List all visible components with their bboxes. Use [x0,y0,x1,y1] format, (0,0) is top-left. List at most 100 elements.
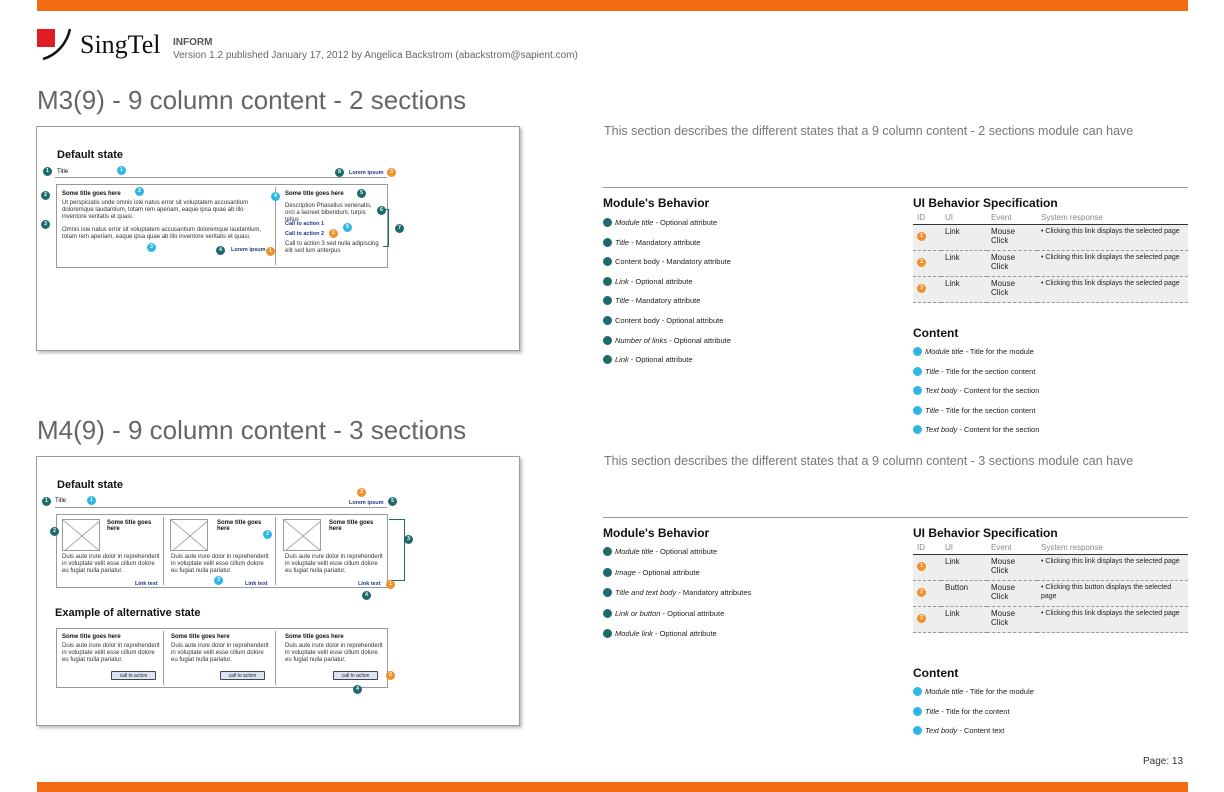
m3-content-heading: Content [913,326,959,340]
annotation-badge: 2 [917,258,926,267]
ui-cell: Link [941,276,987,303]
annotation-badge: 3 [214,576,223,585]
divider [603,517,1188,518]
column-header: ID [913,211,941,225]
id-cell: 2 [913,580,941,607]
m4-wire-col1-link: Link text [135,581,158,587]
m4-wire-section-box [56,514,388,588]
annotation-badge [603,237,612,247]
event-cell: Mouse Click [987,224,1037,251]
m4-wire-col2-text: Duis aute irure dolor in reprehenderit i… [171,554,269,574]
m4-wire-top-link: Lorem ipsum [349,500,384,506]
m4-wireframe-panel: Default state Title Lorem ipsum Some tit… [36,456,520,726]
divider [55,177,387,178]
id-cell: 2 [913,250,941,277]
bottom-accent-bar [37,782,1188,792]
column-header: Event [987,541,1037,555]
annotation-badge [603,567,612,577]
annotation-badge: 3 [917,284,926,293]
annotation-badge: 2 [263,530,272,539]
m4-alt-col3-heading: Some title goes here [285,634,344,640]
list-item: Module title - Optional attribute [603,547,751,568]
id-cell: 1 [913,224,941,251]
m3-behavior-list: Module title - Optional attribute Title … [603,218,731,375]
m4-wire-col1-text: Duis aute irure dolor in reprehenderit i… [62,554,160,574]
m3-wire-left-heading: Some title goes here [62,191,121,197]
m3-spec-heading: UI Behavior Specification [913,196,1058,210]
m3-wire-section-box [56,184,388,268]
page-number: Page: 13 [1143,756,1184,767]
annotation-badge [913,726,922,735]
annotation-badge [603,218,612,227]
annotation-badge: 4 [271,192,280,201]
list-item: Image - Optional attribute [603,567,751,589]
m4-wire-col2-link: Link text [245,581,268,587]
m3-wire-right-heading: Some title goes here [285,191,344,197]
m4-wire-title: Title [55,498,67,504]
brand-name: SingTel [80,30,161,59]
annotation-badge: 2 [917,588,926,597]
annotation-badge [603,355,612,365]
list-item: Title and text body - Mandatory attribut… [603,588,751,609]
divider [275,631,276,685]
m4-wire-col2-heading: Some title goes here [217,520,262,532]
table-row: 1 Link Mouse Click • Clicking this link … [913,554,1188,581]
list-item: Title - Title for the section content [913,405,1039,426]
m4-state-label: Default state [57,479,124,491]
table-row: 2 Link Mouse Click • Clicking this link … [913,250,1188,277]
response-cell: • Clicking this link displays the select… [1037,554,1188,581]
m3-wire-cta1: Call to action 1 [285,221,325,227]
ui-cell: Link [941,606,987,633]
column-header: System response [1037,541,1188,555]
list-item: Text body - Content for the section [913,386,1039,406]
annotation-badge: 1 [43,167,52,176]
annotation-badge: 2 [386,671,395,680]
m4-behavior-list: Module title - Optional attribute Image … [603,547,751,650]
event-cell: Mouse Click [987,580,1037,607]
m3-wire-left-p2: Omnis iste natus error sit voluptatem ac… [62,227,262,240]
annotation-badge: 2 [135,187,144,196]
list-item: Text body - Content text [913,726,1034,746]
m3-spec-table: ID UI Event System response 1 Link Mouse… [913,211,1188,303]
divider [163,517,164,585]
annotation-badge [603,315,612,325]
m4-alt-state-label: Example of alternative state [55,607,201,619]
ui-cell: Button [941,580,987,607]
annotation-badge [603,257,612,267]
annotation-badge: 5 [343,223,352,232]
annotation-badge: 1 [117,166,126,175]
list-item: Content body - Mandatory attribute [603,257,731,277]
m3-behavior-heading: Module's Behavior [603,196,710,210]
divider [163,631,164,685]
divider [275,187,276,265]
m4-wire-col1-heading: Some title goes here [107,520,152,532]
column-header: ID [913,541,941,555]
divider [55,507,387,508]
annotation-badge [603,276,612,286]
bracket [383,209,389,247]
annotation-badge: 3 [404,535,413,544]
annotation-badge [913,366,922,376]
image-placeholder-icon [170,519,208,551]
m4-alt-col2-heading: Some title goes here [171,634,230,640]
m4-content-heading: Content [913,666,959,680]
m4-description: This section describes the different sta… [604,454,1134,468]
response-cell: • Clicking this button displays the sele… [1037,580,1188,607]
list-item: Title - Mandatory attribute [603,296,731,316]
list-item: Link - Optional attribute [603,276,731,297]
column-header: UI [941,541,987,555]
annotation-badge: 1 [917,232,926,241]
m3-wire-top-link: Lorem ipsum [349,170,384,176]
annotation-badge: 5 [388,497,397,506]
m3-wire-cta2: Call to action 2 [285,231,325,237]
annotation-badge [913,706,922,716]
ui-cell: Link [941,224,987,251]
id-cell: 3 [913,276,941,303]
annotation-badge: 4 [362,591,371,600]
annotation-badge: 1 [87,496,96,505]
table-row: 3 Link Mouse Click • Clicking this link … [913,606,1188,633]
annotation-badge: 2 [41,191,50,200]
m4-spec-heading: UI Behavior Specification [913,526,1058,540]
annotation-badge: 2 [329,229,338,238]
event-cell: Mouse Click [987,606,1037,633]
